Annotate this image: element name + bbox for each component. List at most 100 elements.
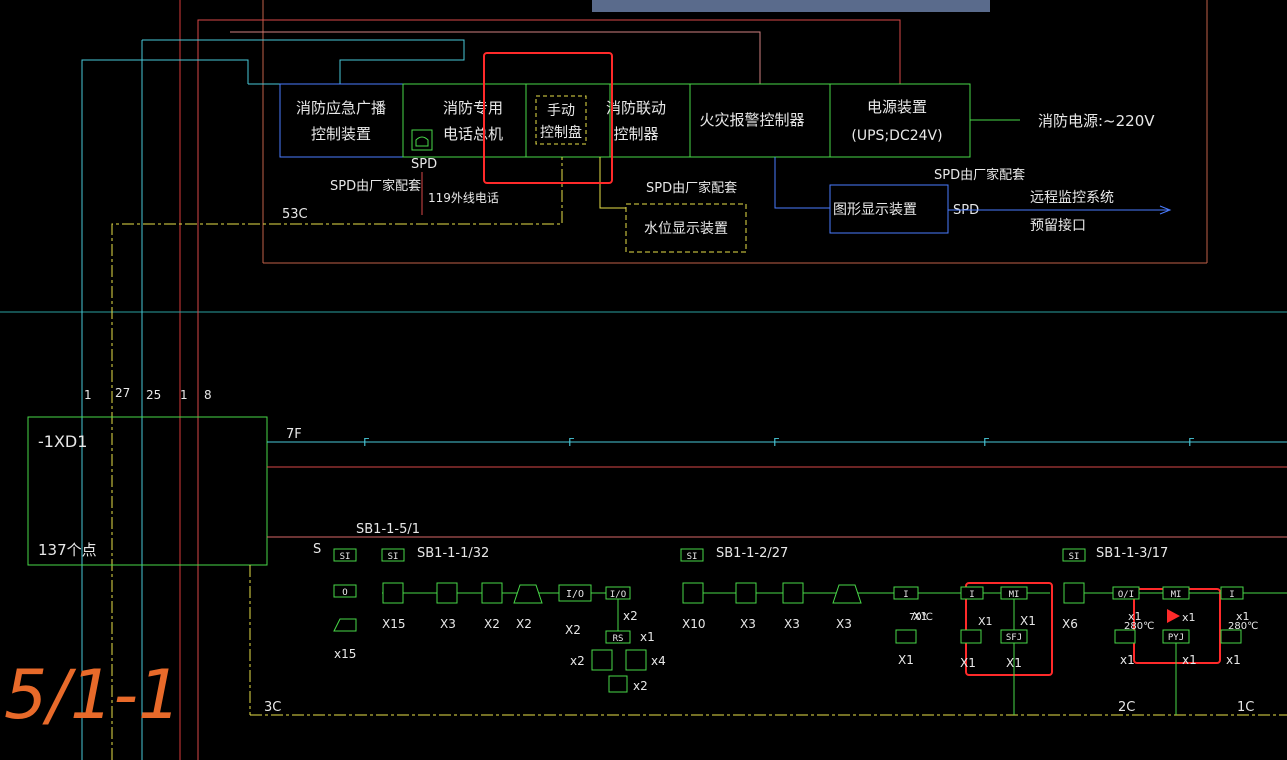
qty-label: X1 [1020, 614, 1036, 628]
remote-label-2: 预留接口 [1030, 217, 1086, 234]
remote-label-1: 远程监控系统 [1030, 190, 1114, 206]
qty-label: X1 [913, 610, 928, 623]
spd-phone-label: SPD [411, 157, 437, 172]
qty-label: X2 [565, 623, 581, 637]
bus-count: 25 [146, 388, 161, 402]
manual-button-icon [481, 582, 503, 604]
phone-label-1: 消防专用 [443, 99, 503, 117]
bus-count: 8 [204, 388, 212, 402]
wire [230, 31, 761, 84]
alarm-label: 火灾报警控制器 [699, 111, 804, 129]
rs-module [605, 630, 631, 644]
alarm-bell-icon [832, 584, 862, 604]
wire [774, 157, 830, 209]
pyj-label: PYJ [1168, 633, 1184, 643]
manual-label-1: 手动 [547, 103, 575, 119]
bus-3c-label: 3C [264, 700, 281, 715]
io-label: I/O [566, 589, 584, 600]
si-module [680, 548, 704, 562]
qty-label: x1 [1182, 611, 1196, 624]
qty-label: x1 [1120, 653, 1135, 667]
qty-label: X3 [440, 617, 456, 631]
flag-icon [1167, 609, 1180, 623]
power-label-2: (UPS;DC24V) [851, 128, 942, 144]
oi-module [1112, 586, 1140, 600]
temp-label: 280℃ [1124, 621, 1154, 632]
input-module [1220, 586, 1244, 600]
qty-label: x1 [1128, 610, 1142, 623]
manual-label-2: 控制盘 [540, 124, 582, 141]
bus-f-mark: F [983, 436, 990, 449]
power-feed-label: 消防电源:~220V [1038, 112, 1155, 130]
bus-f-mark: F [1188, 436, 1195, 449]
broadcast-box [279, 83, 404, 158]
mi-module [1162, 586, 1190, 600]
bus-f-mark: F [773, 436, 780, 449]
water-display-box [625, 203, 747, 253]
si-module [1062, 548, 1086, 562]
graphic-display-label: 图形显示装置 [833, 202, 917, 218]
bus-2c-label: 2C [1118, 700, 1135, 715]
spd-factory-3: SPD由厂家配套 [934, 167, 1025, 183]
phone-icon [411, 129, 433, 151]
wire [599, 157, 626, 209]
si-module [381, 548, 405, 562]
linkage-label-2: 控制器 [613, 125, 658, 143]
si-label: SI [1069, 552, 1080, 562]
qty-label: X3 [836, 617, 852, 631]
valve-icon [960, 629, 982, 644]
qty-label: X2 [516, 617, 532, 631]
qty-label: X2 [484, 617, 500, 631]
bus-s-label: S [313, 542, 321, 557]
loop-label: SB1-1-3/17 [1096, 546, 1168, 561]
bus-count: 27 [115, 386, 130, 400]
qty-label: X1 [978, 615, 993, 628]
qty-label: x1 [1236, 610, 1250, 623]
rs-label: RS [613, 634, 624, 644]
temp-label: 70℃ [909, 612, 933, 623]
device-icon [608, 675, 628, 693]
i-label: I [1229, 590, 1234, 600]
module-name: -1XD1 [38, 432, 87, 451]
qty-label: X3 [740, 617, 756, 631]
heat-detector-icon [735, 582, 757, 604]
si-label: SI [388, 552, 399, 562]
broadcast-label-2: 控制装置 [311, 125, 371, 143]
device-icon [625, 649, 647, 671]
wire [197, 19, 901, 760]
temp-label: 280℃ [1228, 621, 1258, 632]
bus-count: 1 [84, 388, 92, 402]
speaker-icon [333, 618, 357, 632]
smoke-detector-icon [682, 582, 704, 604]
qty-label: x1 [640, 630, 655, 644]
output-module [333, 584, 357, 598]
qty-label: x15 [334, 647, 356, 661]
loop-label: SB1-1-2/27 [716, 546, 788, 561]
input-module [960, 586, 984, 600]
qty-label: X10 [682, 617, 706, 631]
alarm-bell-icon [513, 584, 543, 604]
qty-label: X6 [1062, 617, 1078, 631]
loop-label: SB1-1-1/32 [417, 546, 489, 561]
oi-label: O/I [1118, 590, 1134, 600]
wire [142, 39, 465, 84]
wire [111, 157, 563, 760]
qty-label: X1 [898, 653, 914, 667]
i-label: I [969, 590, 974, 600]
bus-count: 1 [180, 388, 188, 402]
valve-icon [1114, 629, 1136, 644]
phone-icon [415, 136, 429, 147]
qty-label: x4 [651, 654, 666, 668]
water-display-label: 水位显示装置 [644, 221, 728, 237]
si-label: SI [687, 552, 698, 562]
qty-label: X1 [1006, 656, 1022, 670]
qty-label: x2 [633, 679, 648, 693]
handwritten-annotation: 5/1-1 [4, 656, 181, 735]
si-module [333, 548, 357, 562]
top-bar [592, 0, 990, 12]
bus-1c-label: 1C [1237, 700, 1254, 715]
io-module [558, 584, 592, 602]
sfj-module [1000, 629, 1028, 644]
manual-button-icon [782, 582, 804, 604]
cable-53c-label: 53C [282, 207, 308, 222]
